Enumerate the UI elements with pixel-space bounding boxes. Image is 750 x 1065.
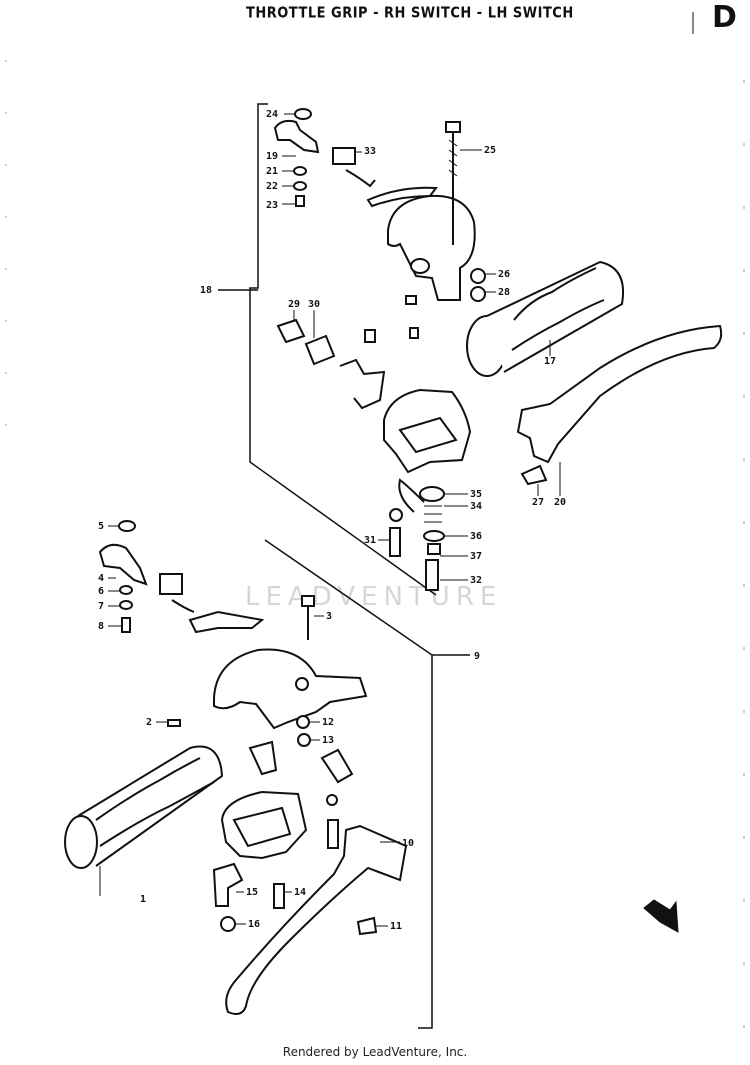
label-33: 33 bbox=[364, 146, 376, 157]
leader-lines bbox=[99, 113, 561, 927]
label-16: 16 bbox=[248, 919, 260, 930]
label-14: 14 bbox=[294, 887, 306, 898]
label-3: 3 bbox=[326, 611, 332, 622]
label-8: 8 bbox=[98, 621, 104, 632]
footer-credit: Rendered by LeadVenture, Inc. bbox=[282, 1045, 468, 1059]
label-13: 13 bbox=[322, 735, 334, 746]
label-9: 9 bbox=[474, 651, 480, 662]
label-23: 23 bbox=[266, 200, 278, 211]
label-27: 27 bbox=[532, 497, 544, 508]
label-37: 37 bbox=[470, 551, 482, 562]
label-15: 15 bbox=[246, 887, 258, 898]
label-11: 11 bbox=[390, 921, 402, 932]
label-29: 29 bbox=[288, 299, 300, 310]
label-4: 4 bbox=[98, 573, 104, 584]
diagram-title: THROTTLE GRIP - RH SWITCH - LH SWITCH bbox=[246, 4, 574, 23]
label-19: 19 bbox=[266, 151, 278, 162]
label-7: 7 bbox=[98, 601, 104, 612]
label-24: 24 bbox=[266, 109, 278, 120]
label-1: 1 bbox=[140, 894, 146, 905]
lh-switch-bracket bbox=[264, 539, 470, 1029]
label-5: 5 bbox=[98, 521, 104, 532]
watermark-text: LEADVENTURE bbox=[245, 582, 503, 612]
label-21: 21 bbox=[266, 166, 278, 177]
label-26: 26 bbox=[498, 269, 510, 280]
label-34: 34 bbox=[470, 501, 482, 512]
label-10: 10 bbox=[402, 838, 414, 849]
label-18: 18 bbox=[200, 285, 212, 296]
label-28: 28 bbox=[498, 287, 510, 298]
label-35: 35 bbox=[470, 489, 482, 500]
margin-marks bbox=[5, 12, 745, 1050]
lh-switch-parts bbox=[64, 520, 679, 1015]
label-25: 25 bbox=[484, 145, 496, 156]
label-30: 30 bbox=[308, 299, 320, 310]
page-letter: D bbox=[712, 0, 737, 35]
label-32: 32 bbox=[470, 575, 482, 586]
label-36: 36 bbox=[470, 531, 482, 542]
rh-switch-parts bbox=[273, 108, 723, 591]
label-17: 17 bbox=[544, 356, 556, 367]
label-6: 6 bbox=[98, 586, 104, 597]
part-labels: 1 2 3 4 5 6 7 8 9 10 11 12 13 14 15 16 1… bbox=[98, 109, 566, 932]
label-22: 22 bbox=[266, 181, 278, 192]
rh-switch-bracket bbox=[218, 103, 437, 596]
label-2: 2 bbox=[146, 717, 152, 728]
label-31: 31 bbox=[364, 535, 376, 546]
label-20: 20 bbox=[554, 497, 566, 508]
label-12: 12 bbox=[322, 717, 334, 728]
